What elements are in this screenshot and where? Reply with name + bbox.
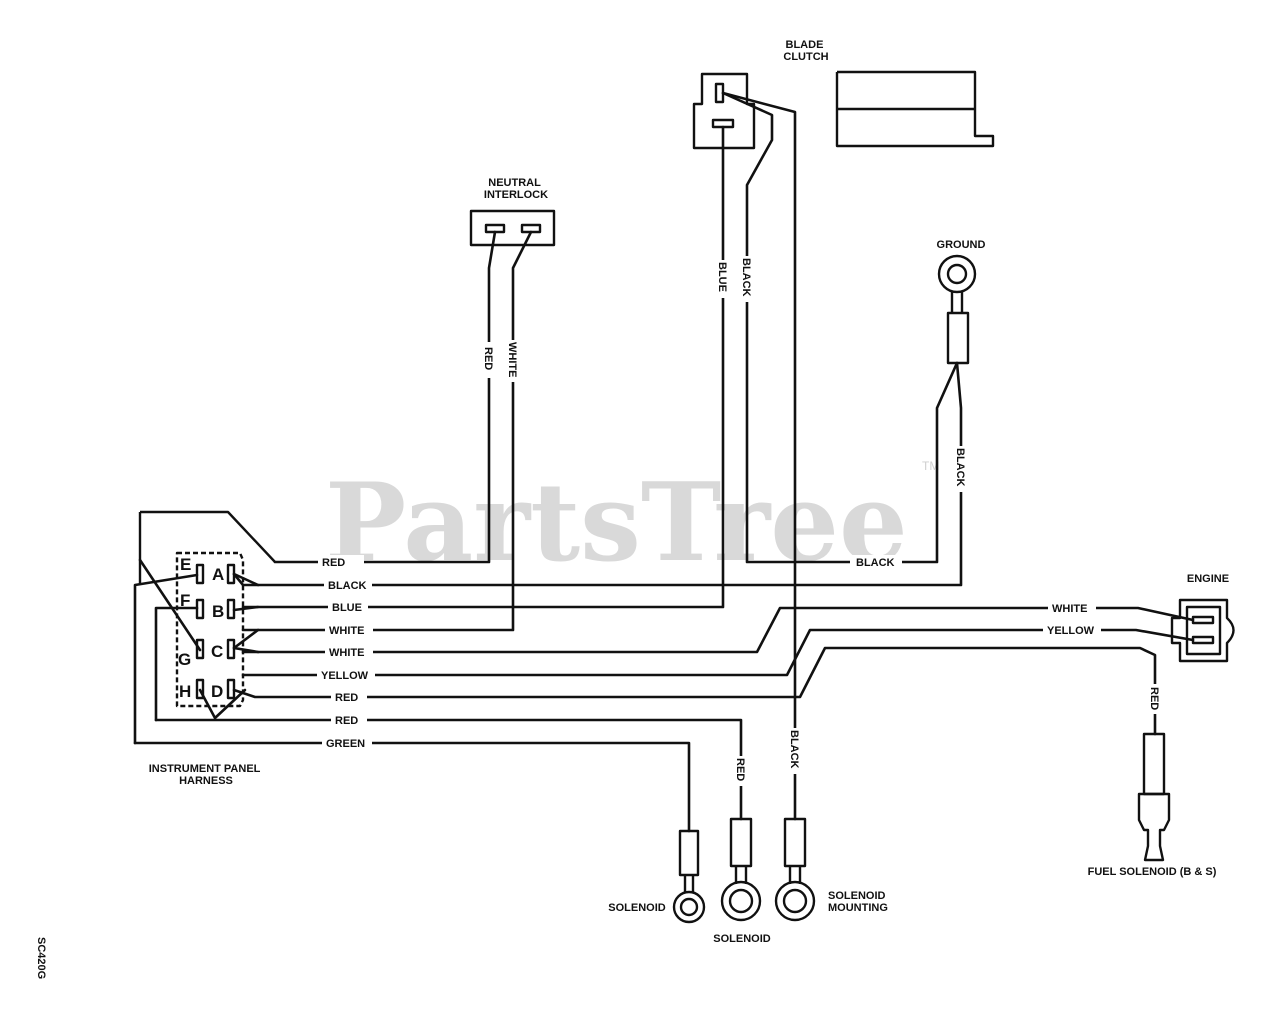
pin-g-label: G [178, 650, 191, 669]
pin-f-label: F [180, 591, 190, 610]
wire-labels: RED WHITE BLUE BLACK BLACK RED RED BLACK… [317, 256, 1163, 786]
pin-b-label: B [212, 602, 224, 621]
solenoid-center-label: SOLENOID [713, 933, 771, 945]
wire-interlock-white [241, 230, 533, 632]
pin-c-label: C [211, 642, 223, 661]
wire-label-solenoid-red: RED [734, 758, 746, 781]
wire-interlock-red [273, 230, 497, 564]
solenoid-left-terminal [672, 829, 706, 924]
wire-label-harness-white-2: WHITE [329, 647, 364, 659]
wire-label-engine-white: WHITE [1052, 603, 1087, 615]
solenoid-mounting-terminal [774, 817, 816, 922]
pin-a-label: A [212, 565, 224, 584]
solenoid-mounting-label: SOLENOID MOUNTING [828, 890, 889, 914]
wire-label-mounting-black: BLACK [788, 730, 800, 769]
wire-label-harness-red-3: RED [335, 715, 358, 727]
engine-label: ENGINE [1187, 573, 1229, 585]
wire-clutch-black [721, 91, 959, 564]
wire-mounting-black [721, 91, 797, 821]
wire-label-harness-green: GREEN [326, 738, 365, 750]
pin-d-label: D [211, 682, 223, 701]
wire-label-clutch-black: BLACK [740, 258, 752, 297]
engine-connector [1170, 598, 1235, 663]
wire-ground-black [232, 361, 963, 587]
watermark-text: PartsTree [325, 460, 908, 586]
wire-label-interlock-red: RED [482, 347, 494, 370]
wire-label-clutch-blue: BLUE [716, 262, 728, 292]
drawing-code: SC420G [35, 937, 47, 979]
wire-label-harness-blue: BLUE [332, 602, 362, 614]
wire-label-ground-black-vertical: BLACK [954, 448, 966, 487]
blade-clutch [692, 70, 995, 150]
solenoid-left-label: SOLENOID [608, 902, 666, 914]
ground-terminal [937, 254, 977, 365]
pin-e-label: E [180, 555, 191, 574]
wire-label-fuel-red: RED [1148, 687, 1160, 710]
wire-engine-white [241, 606, 1195, 654]
wire-label-harness-red-top: RED [322, 557, 345, 569]
wire-label-engine-yellow: YELLOW [1047, 625, 1095, 637]
pin-h-label: H [179, 682, 191, 701]
wire-label-harness-white-1: WHITE [329, 625, 364, 637]
wire-label-interlock-white: WHITE [506, 342, 518, 377]
wire-label-harness-red-2: RED [335, 692, 358, 704]
wire-green [133, 741, 691, 833]
instrument-panel-harness-label: INSTRUMENT PANEL HARNESS [149, 763, 264, 787]
instrument-panel-harness [138, 510, 276, 708]
wire-label-harness-black: BLACK [328, 580, 367, 592]
wire-label-harness-yellow: YELLOW [321, 670, 369, 682]
ground-label: GROUND [937, 239, 986, 251]
neutral-interlock [469, 209, 556, 247]
wire-label-ground-black-horizontal: BLACK [856, 557, 895, 569]
fuel-solenoid [1137, 732, 1171, 862]
blade-clutch-label: BLADE CLUTCH [783, 39, 828, 63]
fuel-solenoid-label: FUEL SOLENOID (B & S) [1088, 866, 1217, 878]
neutral-interlock-label: NEUTRAL INTERLOCK [484, 177, 548, 201]
wire-fuel-red [232, 646, 1157, 736]
watermark-trademark: TM [922, 459, 939, 473]
solenoid-center-terminal [720, 817, 762, 922]
wire-engine-yellow [241, 628, 1195, 677]
